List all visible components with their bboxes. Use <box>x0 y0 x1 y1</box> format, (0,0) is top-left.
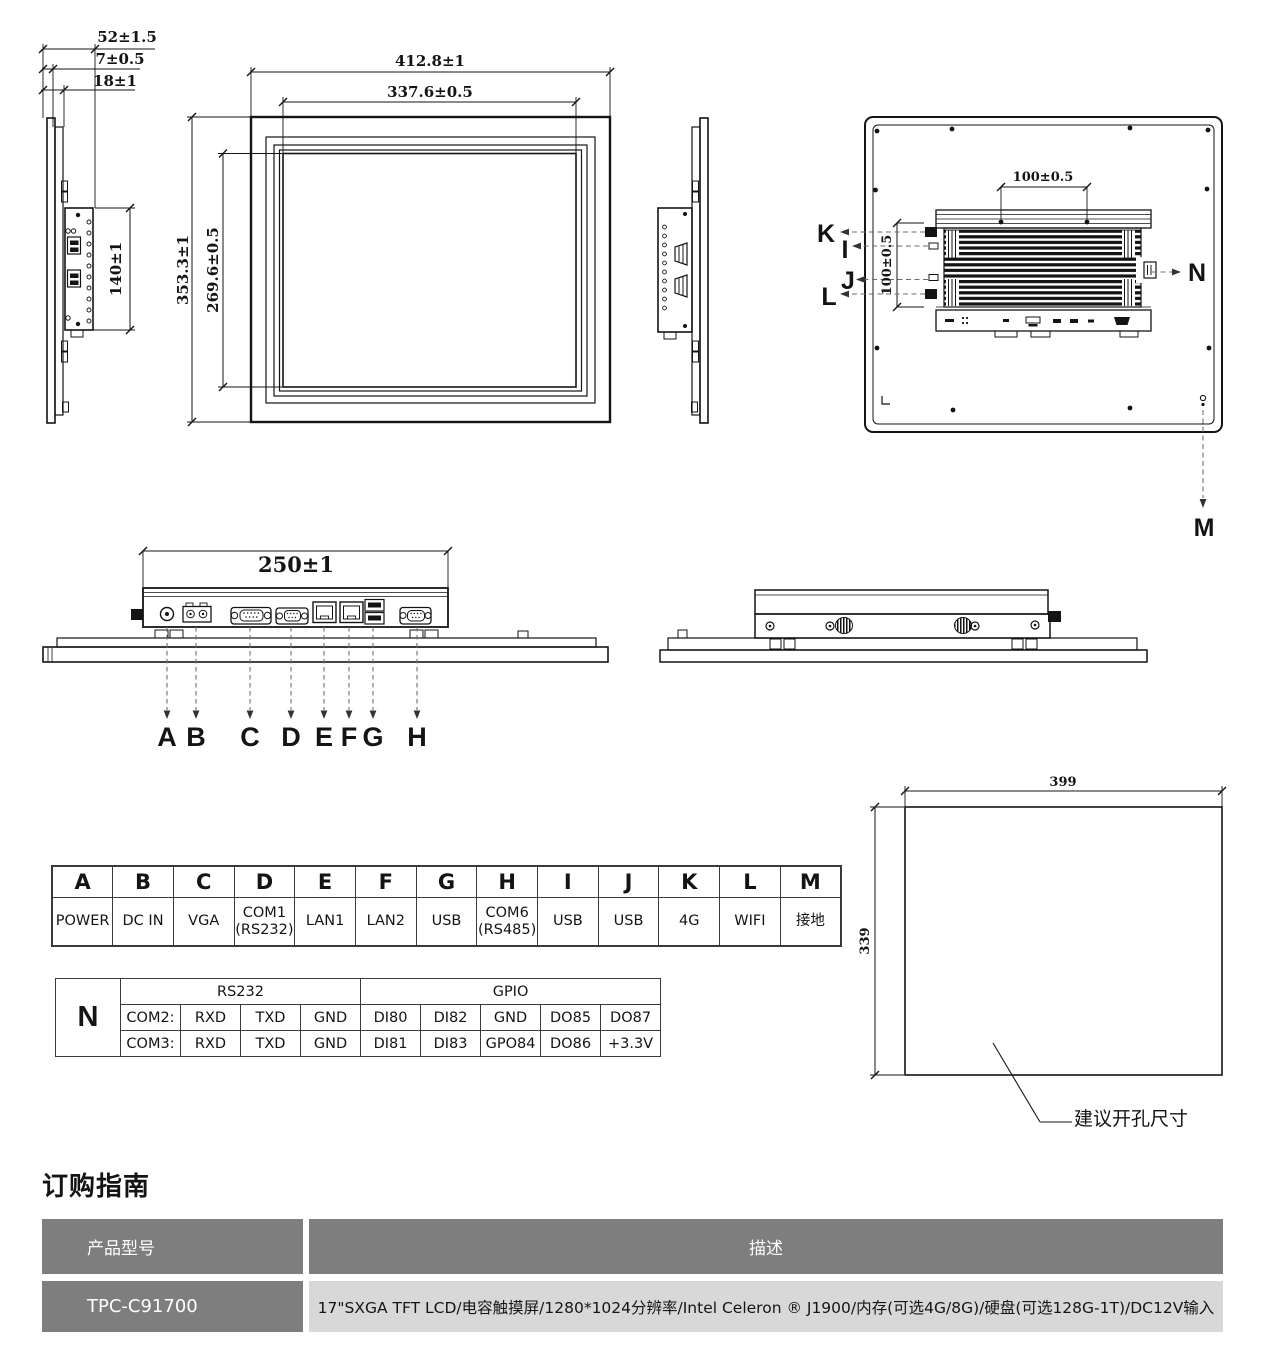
port-letter: A <box>51 865 114 898</box>
pin-cell: TXD <box>240 1004 301 1031</box>
port-function: LAN2 <box>354 897 417 947</box>
port-letter: K <box>658 865 721 898</box>
dim-cutout-width: 399 <box>1049 775 1077 790</box>
pin-cell: DO87 <box>600 1004 662 1031</box>
dim-front-height: 353.3±1 <box>174 235 193 305</box>
pin-cell: RXD <box>180 1004 241 1031</box>
pin-cell: TXD <box>240 1030 301 1057</box>
ordering-guide-title: 订购指南 <box>42 1172 151 1202</box>
dim-module-width: 250±1 <box>257 552 335 577</box>
table-row: A B C D E F G H I J K L M <box>51 865 842 898</box>
table-row: POWER DC IN VGA COM1 (RS232) LAN1 LAN2 U… <box>51 897 842 947</box>
cutout-drawing <box>870 786 1227 1123</box>
port-function: POWER <box>51 897 114 947</box>
gpio-pinout-table: N RS232 GPIO COM2: RXD TXD GND DI80 DI82… <box>55 978 662 1057</box>
cutout-note-label: 建议开孔尺寸 <box>1074 1108 1189 1130</box>
pin-cell: GND <box>299 1030 362 1057</box>
table-row: N RS232 GPIO <box>55 978 662 1057</box>
dim-display-width: 337.6±0.5 <box>387 83 473 101</box>
callout-g: G <box>362 722 384 752</box>
dim-vesa-width: 100±0.5 <box>1012 170 1074 185</box>
pin-cell: GND <box>480 1004 542 1031</box>
rear-view-drawing <box>840 116 1223 508</box>
port-letter: J <box>597 865 660 898</box>
dim-vesa-height: 100±0.5 <box>880 234 896 296</box>
port-letter: D <box>233 865 296 898</box>
table-row: COM2: RXD TXD GND DI80 DI82 GND DO85 DO8… <box>56 1004 662 1031</box>
port-function: USB <box>537 897 599 947</box>
port-letter: L <box>719 865 781 898</box>
port-letter: B <box>112 865 174 898</box>
port-function: USB <box>415 897 478 947</box>
callout-b: B <box>186 722 206 752</box>
dim-module-height: 140±1 <box>107 241 126 297</box>
pin-cell: DO85 <box>540 1004 602 1031</box>
callout-e: E <box>314 722 333 752</box>
callout-n: N <box>1187 259 1207 287</box>
table-row: COM3: RXD TXD GND DI81 DI83 GPO84 DO86 +… <box>56 1030 662 1057</box>
callout-h: H <box>407 722 427 752</box>
ports-legend-table: A B C D E F G H I J K L M POWER DC IN VG… <box>51 865 842 947</box>
port-function: 4G <box>658 897 721 947</box>
dim-depth-total: 52±1.5 <box>97 28 157 46</box>
pin-cell: DO86 <box>540 1030 602 1057</box>
callout-f: F <box>340 722 358 752</box>
dim-cutout-height: 339 <box>858 927 874 955</box>
port-letter: F <box>354 865 417 898</box>
port-letter: G <box>415 865 478 898</box>
front-view-drawing <box>187 67 615 427</box>
callout-j: J <box>841 267 855 295</box>
port-function: WIFI <box>719 897 781 947</box>
pin-cell: DI81 <box>360 1030 422 1057</box>
port-letter: E <box>294 865 356 898</box>
pin-cell: +3.3V <box>600 1030 662 1057</box>
callout-a: A <box>157 722 177 752</box>
port-function: COM1 (RS232) <box>233 897 296 947</box>
side-view-left-drawing <box>38 44 155 424</box>
port-letter: M <box>779 865 842 898</box>
top-view-drawing <box>659 589 1148 663</box>
pin-cell: RXD <box>180 1030 241 1057</box>
dim-depth-panel: 18±1 <box>93 72 137 90</box>
pin-cell: DI82 <box>420 1004 482 1031</box>
port-letter: I <box>537 865 599 898</box>
port-function: USB <box>597 897 660 947</box>
pin-cell: COM3: <box>120 1030 181 1057</box>
callout-i: I <box>841 236 849 264</box>
port-function: COM6 (RS485) <box>476 897 538 947</box>
bottom-view-drawing <box>42 546 609 719</box>
dim-depth-glass: 7±0.5 <box>95 50 145 68</box>
callout-l: L <box>821 283 837 311</box>
dim-display-height: 269.6±0.5 <box>204 227 223 313</box>
ordering-description-cell: 17"SXGA TFT LCD/电容触摸屏/1280*1024分辨率/Intel… <box>309 1281 1223 1332</box>
callout-c: C <box>240 722 260 752</box>
ordering-header-description: 描述 <box>309 1219 1223 1274</box>
ordering-model-cell: TPC-C91700 <box>42 1281 303 1332</box>
callout-k: K <box>816 220 836 248</box>
pin-cell: GND <box>299 1004 362 1031</box>
dim-front-width: 412.8±1 <box>395 52 465 70</box>
port-function: VGA <box>172 897 235 947</box>
port-function: LAN1 <box>294 897 356 947</box>
port-function: 接地 <box>779 897 842 947</box>
side-view-right-drawing <box>657 117 709 424</box>
pin-cell: DI80 <box>360 1004 422 1031</box>
pin-cell: DI83 <box>420 1030 482 1057</box>
ordering-header-model: 产品型号 <box>42 1219 303 1274</box>
pin-cell: GPO84 <box>480 1030 542 1057</box>
port-letter: C <box>172 865 235 898</box>
callout-d: D <box>281 722 301 752</box>
port-function: DC IN <box>112 897 174 947</box>
gpio-group-gpio: GPIO <box>360 978 662 1005</box>
gpio-row-label: N <box>55 978 121 1057</box>
pin-cell: COM2: <box>120 1004 181 1031</box>
port-letter: H <box>476 865 538 898</box>
callout-m: M <box>1193 514 1215 542</box>
gpio-group-rs232: RS232 <box>119 978 362 1005</box>
